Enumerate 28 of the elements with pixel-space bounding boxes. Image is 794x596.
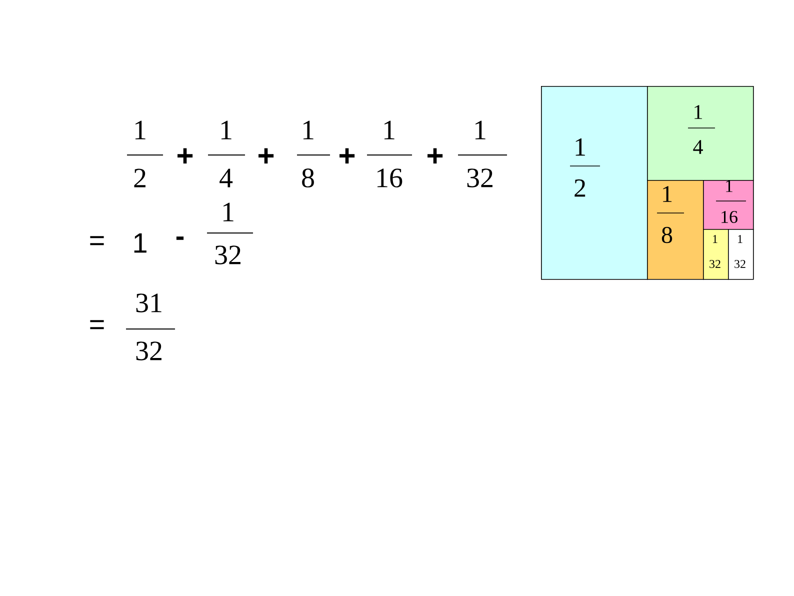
plus-sign: + bbox=[178, 148, 193, 164]
fraction-cell: 1 8 bbox=[647, 180, 704, 280]
plus-sign: + bbox=[258, 148, 274, 164]
numeral: 32 bbox=[467, 168, 492, 188]
numeral: 1 bbox=[384, 120, 394, 140]
numeral: 8 bbox=[302, 168, 314, 188]
plus-sign: + bbox=[340, 148, 355, 164]
numeral: 1 bbox=[223, 202, 234, 222]
numeral: 31 bbox=[136, 294, 162, 312]
minus-sign: - bbox=[176, 236, 184, 240]
fraction-cell: 1 16 bbox=[703, 180, 754, 230]
numeral: 16 bbox=[377, 168, 402, 188]
numeral: 32 bbox=[136, 342, 162, 360]
numeral: 32 bbox=[215, 246, 240, 264]
numeral: 1 bbox=[135, 120, 146, 140]
numeral: 1 bbox=[475, 120, 486, 140]
numeral: 2 bbox=[134, 168, 146, 188]
numeral: 4 bbox=[220, 168, 233, 188]
numeral: 1 bbox=[221, 120, 232, 140]
equals-sign: = bbox=[90, 320, 104, 330]
equals-sign: = bbox=[90, 236, 104, 246]
numeral: 1 bbox=[134, 233, 146, 253]
fraction-cell: 1 32 bbox=[728, 229, 754, 280]
numeral: 1 bbox=[303, 120, 314, 140]
fraction-cell: 1 32 bbox=[703, 229, 729, 280]
fraction-cell: 1 2 bbox=[541, 86, 648, 280]
fraction-cell: 1 4 bbox=[647, 86, 754, 181]
plus-sign: + bbox=[428, 148, 443, 164]
